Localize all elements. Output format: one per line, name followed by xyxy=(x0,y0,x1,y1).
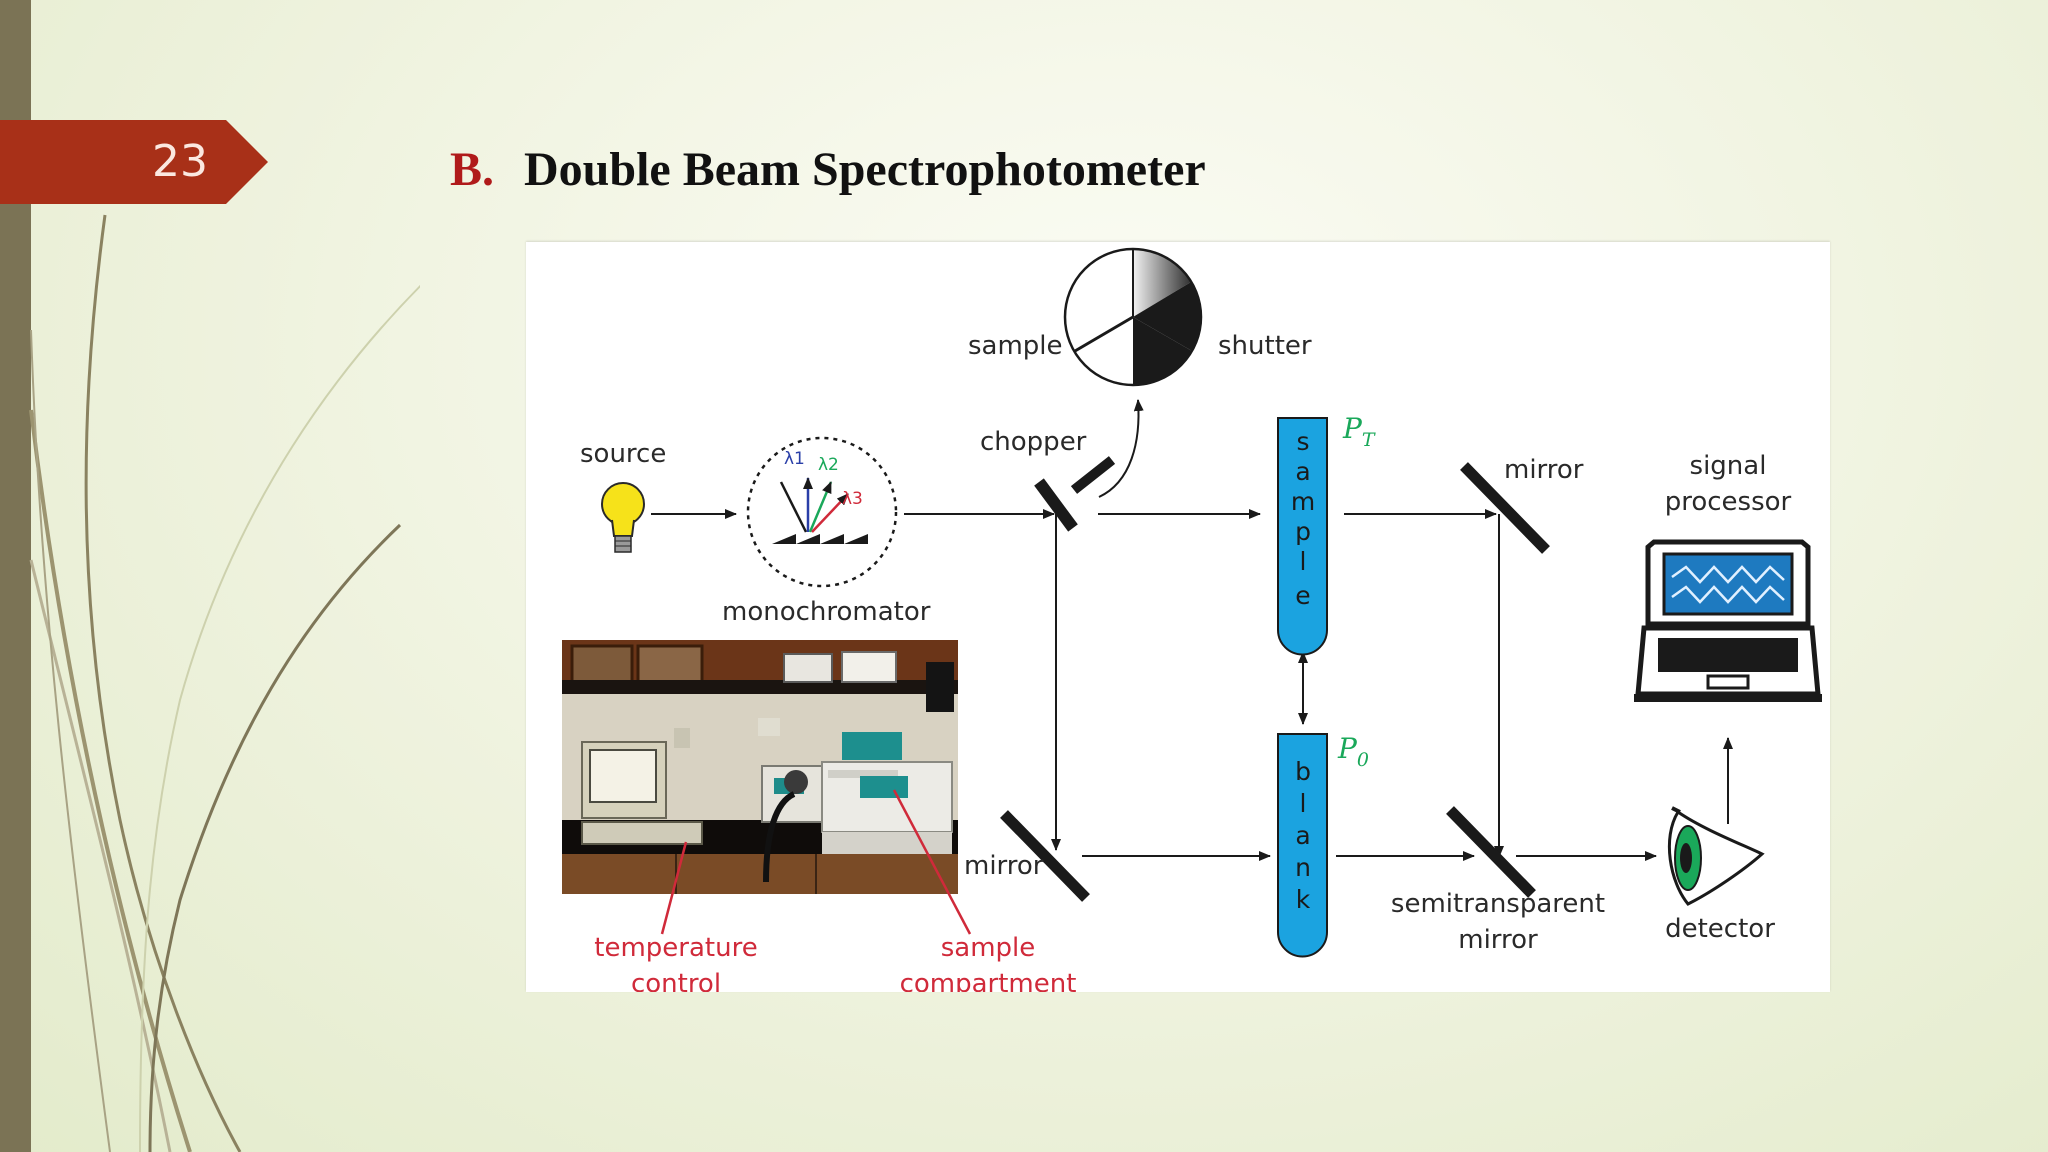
slide-number-tab xyxy=(0,120,268,204)
light-bulb-icon xyxy=(601,482,645,553)
diffraction-grating-icon xyxy=(746,436,898,588)
label-shutter: shutter xyxy=(1218,331,1312,361)
label-sample-compartment: sample xyxy=(941,933,1036,963)
decorative-curves xyxy=(29,214,420,1152)
label-p0: P0 xyxy=(1337,732,1369,771)
label-mirror-top: mirror xyxy=(1504,455,1584,485)
blank-cuvette xyxy=(1277,733,1328,958)
label-signal: signal xyxy=(1690,451,1767,481)
label-lambda3: λ3 xyxy=(842,489,863,509)
label-mirror-bottom: mirror xyxy=(964,851,1044,881)
cuvette-sample-letter: l xyxy=(1300,547,1307,576)
cuvette-blank-letter: l xyxy=(1300,789,1307,818)
cuvette-sample-letter: m xyxy=(1291,487,1315,516)
cuvette-blank-letter: a xyxy=(1295,821,1310,850)
label-temperature: temperature xyxy=(594,933,757,963)
cuvette-sample-letter: s xyxy=(1296,427,1309,456)
slide-number: 23 xyxy=(152,136,208,187)
instrument-photo xyxy=(562,640,958,894)
label-semitransparent-mirror: mirror xyxy=(1458,925,1538,955)
label-processor: processor xyxy=(1665,487,1792,517)
cuvette-blank-letter: b xyxy=(1295,757,1311,786)
mirror-top-icon xyxy=(1460,462,1550,554)
cuvette-blank-letter: k xyxy=(1296,885,1311,914)
semitransparent-mirror-icon xyxy=(1446,806,1536,898)
cuvette-blank-letter: n xyxy=(1295,853,1311,882)
sample-cuvette xyxy=(1277,417,1328,656)
title-text: Double Beam Spectrophotometer xyxy=(524,143,1206,196)
cuvette-sample-letter: a xyxy=(1295,457,1310,486)
cuvette-sample-letter: e xyxy=(1295,581,1310,610)
label-sample-top: sample xyxy=(968,331,1063,361)
page-title: B. Double Beam Spectrophotometer xyxy=(450,140,1206,200)
chopper-icon xyxy=(1034,478,1078,532)
title-letter: B. xyxy=(450,143,495,196)
label-control: control xyxy=(631,969,721,992)
label-pt: PT xyxy=(1342,412,1376,451)
spectrophotometer-diagram: source λ1 λ2 λ3 monochromator chopper xyxy=(526,242,1830,992)
laptop-icon xyxy=(1634,539,1822,702)
label-lambda1: λ1 xyxy=(784,449,805,469)
mirror-bottom-icon xyxy=(1000,810,1090,902)
cuvette-sample-letter: p xyxy=(1295,517,1311,546)
label-monochromator: monochromator xyxy=(722,597,931,627)
eye-icon xyxy=(1667,806,1765,906)
pointer-temperature xyxy=(660,841,688,935)
label-lambda2: λ2 xyxy=(818,455,839,475)
label-chopper: chopper xyxy=(980,427,1087,457)
label-detector: detector xyxy=(1665,914,1775,944)
ray-chopper-to-wheel xyxy=(1098,399,1144,498)
label-compartment: compartment xyxy=(900,969,1077,992)
label-source: source xyxy=(580,439,666,469)
chopper-wheel-icon xyxy=(1063,247,1203,387)
label-semitransparent: semitransparent xyxy=(1391,889,1605,919)
pointer-compartment xyxy=(892,789,972,935)
